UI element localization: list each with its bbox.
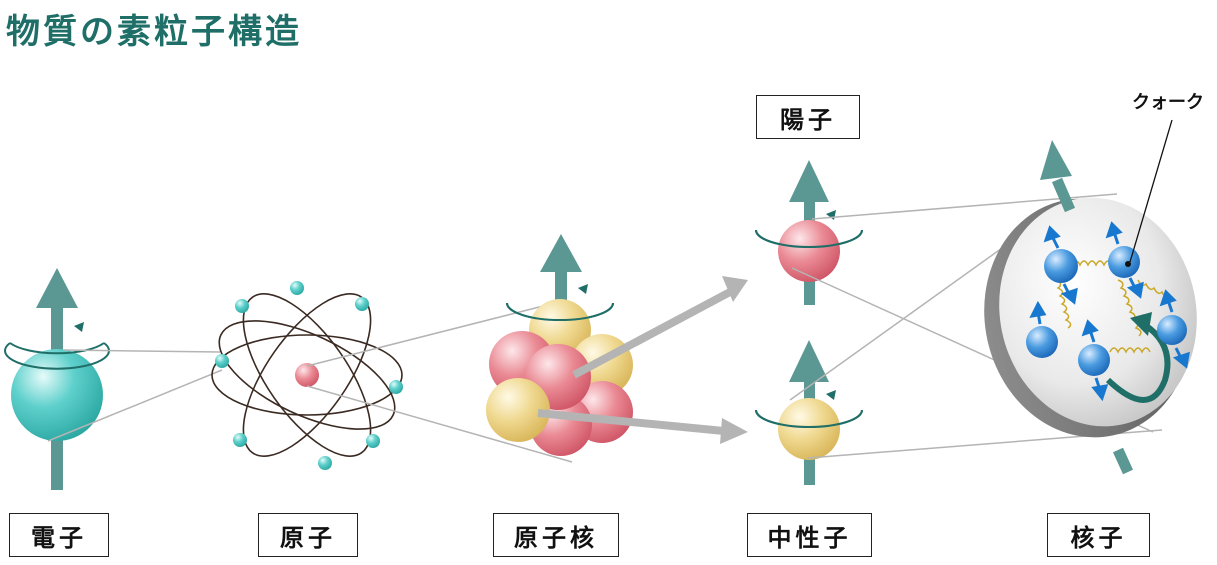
zoom-line — [789, 222, 1038, 401]
nucleus-spin-direction-icon — [578, 284, 588, 294]
proton-spin-ring-front — [755, 229, 863, 248]
nucleus-spin-arrow-head — [540, 234, 582, 272]
quark-sphere — [1026, 326, 1058, 358]
orbital-electron — [366, 434, 380, 448]
quark-pointer-line — [1129, 119, 1173, 263]
neutron-spin-arrow-head — [789, 340, 829, 382]
page-title: 物質の素粒子構造 — [6, 12, 302, 52]
neutron-spin-ring-front — [755, 409, 863, 428]
electron-orbit — [211, 334, 403, 416]
electron-orbit — [242, 293, 372, 457]
zoom-line — [306, 385, 573, 463]
electron-spin-ring-front — [9, 342, 105, 355]
zoom-line — [306, 302, 556, 367]
label-nucleon: 核子 — [1047, 513, 1150, 557]
electron-spin-ring-back — [4, 342, 110, 370]
atom-figure — [211, 281, 403, 470]
quark-pointer-dot — [1125, 261, 1131, 267]
nucleon-figure — [984, 119, 1197, 475]
label-proton: 陽子 — [756, 95, 860, 139]
quark-sphere — [1157, 315, 1187, 345]
proton-sphere — [778, 220, 840, 282]
orbital-electron — [235, 299, 249, 313]
electron-figure — [4, 268, 110, 490]
electron-spin-direction-icon — [74, 322, 84, 332]
label-electron: 電子 — [9, 513, 109, 557]
nucleon-spin-shaft-top — [1051, 177, 1076, 213]
nucleon-spin-shaft-bottom — [1112, 447, 1134, 475]
neutron-figure — [755, 340, 863, 485]
nucleon-spin-arrow-head — [1040, 140, 1072, 180]
quark-sphere — [1108, 246, 1140, 278]
color-flow-arrow-head — [1130, 312, 1152, 336]
proton-spin-arrow-head — [789, 160, 829, 202]
zoom-line — [62, 349, 221, 353]
gluon-spring — [1109, 347, 1151, 354]
label-nucleus: 原子核 — [493, 513, 619, 557]
neutron-spin-direction-icon — [826, 390, 836, 400]
neutron-sphere — [778, 398, 840, 460]
electron-sphere — [11, 349, 103, 441]
electron-spin-arrow-head — [36, 268, 78, 308]
orbital-electron — [290, 281, 304, 295]
zoom-line — [47, 369, 223, 442]
quark-sphere — [1044, 249, 1078, 283]
gluon-spring — [1055, 279, 1072, 329]
orbital-electron — [215, 354, 229, 368]
quark-label: クォーク — [1132, 92, 1204, 113]
orbital-electron — [233, 433, 247, 447]
orbital-electron — [389, 380, 403, 394]
label-atom: 原子 — [258, 513, 358, 557]
to-neutron-arrow-shaft — [537, 409, 725, 435]
nucleon-sphere — [486, 378, 550, 442]
nucleon-cross-section — [999, 197, 1197, 427]
color-flow-arrow — [1105, 322, 1171, 403]
to-proton-arrow-head — [722, 276, 748, 302]
orbital-electron — [355, 297, 369, 311]
electron-orbit — [218, 320, 396, 430]
label-neutron: 中性子 — [747, 513, 872, 557]
atom-nucleus — [295, 363, 319, 387]
nucleus-spin-ring-front — [506, 302, 614, 321]
gluon-spring — [1117, 279, 1142, 337]
to-proton-arrow-shaft — [572, 288, 732, 379]
to-neutron-arrow-head — [720, 418, 748, 444]
quark-sphere — [1078, 344, 1110, 376]
proton-spin-direction-icon — [826, 210, 836, 220]
orbital-electron — [318, 456, 332, 470]
proton-figure — [755, 160, 863, 305]
